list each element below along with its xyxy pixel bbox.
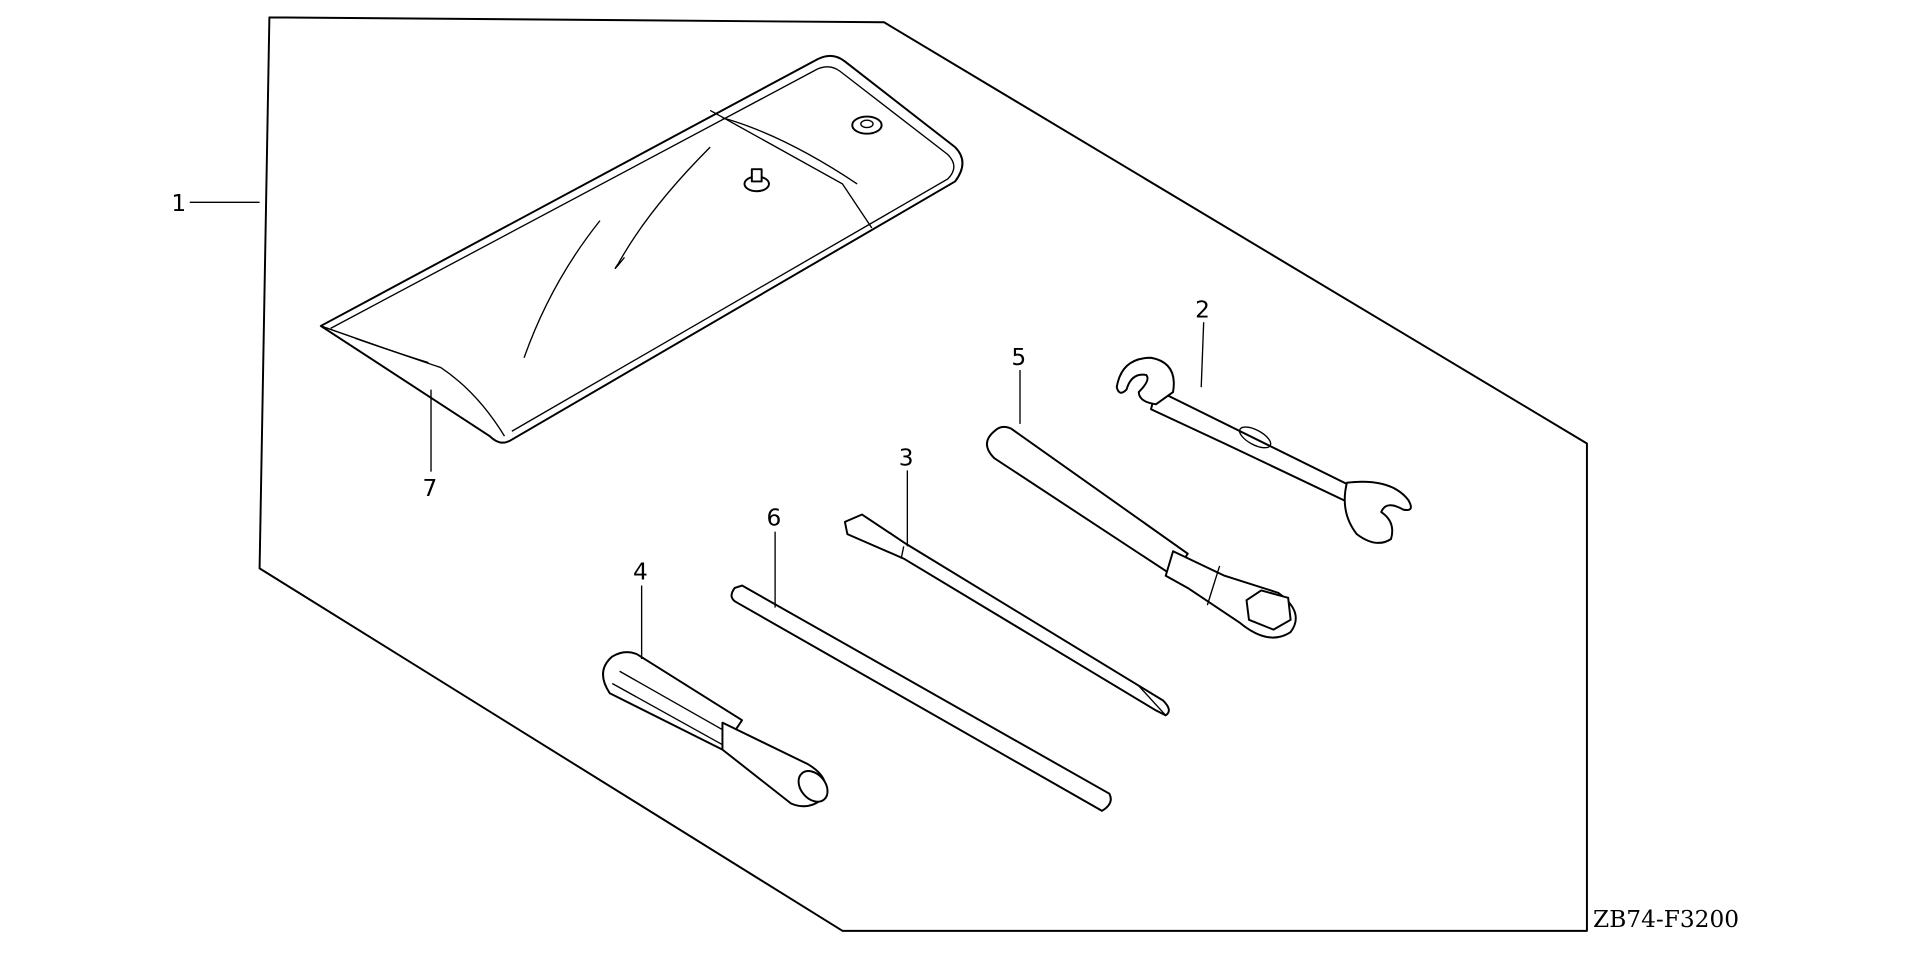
callout-7: 7 (422, 475, 437, 502)
screwdriver-handle (602, 651, 829, 808)
screwdriver-blade (843, 513, 1170, 717)
plug-wrench (985, 425, 1297, 639)
callout-3: 3 (899, 445, 914, 472)
diagram-code: ZB74-F3200 (1593, 906, 1739, 933)
callout-6: 6 (767, 505, 782, 532)
callout-5: 5 (1011, 344, 1026, 371)
callout-4: 4 (633, 558, 648, 585)
open-end-wrench (1115, 356, 1412, 544)
callout-2: 2 (1195, 296, 1210, 323)
callout-leaders (189, 201, 1205, 659)
kit-boundary (258, 16, 1588, 932)
callout-1: 1 (171, 190, 186, 217)
bar (730, 584, 1112, 812)
tool-bag (319, 54, 964, 444)
